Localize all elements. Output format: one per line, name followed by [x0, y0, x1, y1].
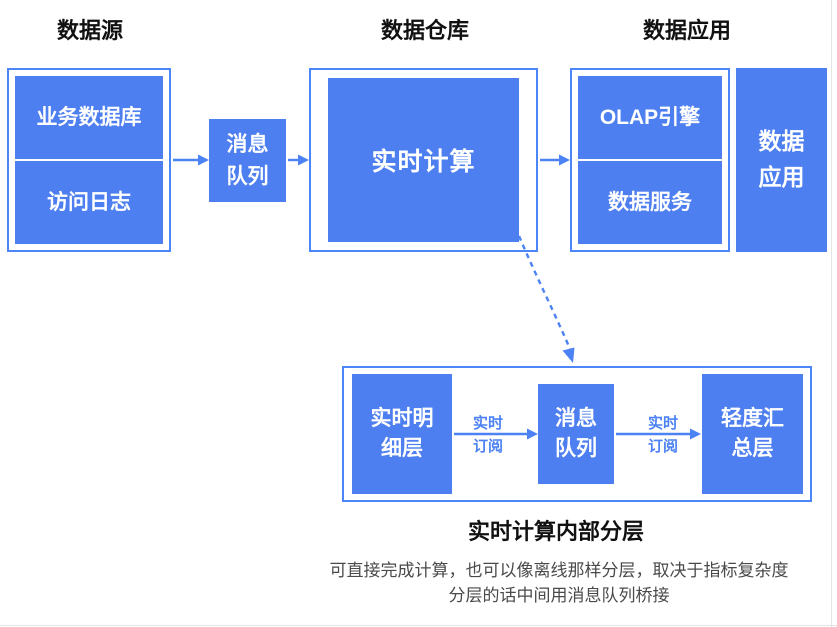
box-light-summary-layer: 轻度汇 总层	[702, 374, 803, 494]
box-data-application: 数据 应用	[736, 68, 827, 252]
application-group-frame: OLAP引擎 数据服务	[570, 68, 730, 252]
subdiagram-caption: 实时计算内部分层	[467, 519, 645, 544]
arrow-label-realtime-subscribe-1: 实时 订阅	[472, 414, 504, 455]
box-business-database: 业务数据库	[15, 76, 163, 159]
box-sub-message-queue: 消息 队列	[538, 384, 614, 484]
flow-arrow-compute-to-application	[540, 154, 570, 166]
warehouse-group-frame: 实时计算	[309, 68, 538, 252]
source-group-frame: 业务数据库 访问日志	[7, 68, 171, 252]
box-message-queue: 消息 队列	[209, 119, 286, 202]
box-olap-engine: OLAP引擎	[578, 76, 722, 159]
box-access-log: 访问日志	[15, 161, 163, 244]
box-data-service: 数据服务	[578, 161, 722, 244]
box-realtime-detail-layer: 实时明 细层	[352, 374, 452, 494]
window-edge-right	[831, 0, 832, 627]
section-title-data-application: 数据应用	[642, 18, 732, 43]
subdiagram-frame: 实时明 细层 消息 队列 轻度汇 总层 实时 订阅 实时 订阅	[342, 366, 812, 502]
footnote-line-1: 可直接完成计算，也可以像离线那样分层，取决于指标复杂度	[329, 561, 789, 580]
window-edge-bottom	[0, 625, 837, 626]
arrow-label-realtime-subscribe-2: 实时 订阅	[647, 414, 679, 455]
section-title-data-source: 数据源	[56, 18, 124, 43]
box-realtime-compute: 实时计算	[328, 78, 519, 242]
flow-arrow-queue-to-compute	[288, 154, 309, 166]
footnote-line-2: 分层的话中间用消息队列桥接	[448, 586, 670, 605]
flow-arrow-source-to-queue	[173, 154, 209, 166]
dashed-connector-compute-to-subdiagram	[517, 235, 575, 363]
footnote: 可直接完成计算，也可以像离线那样分层，取决于指标复杂度 分层的话中间用消息队列桥…	[330, 558, 789, 608]
section-title-data-warehouse: 数据仓库	[380, 18, 470, 43]
